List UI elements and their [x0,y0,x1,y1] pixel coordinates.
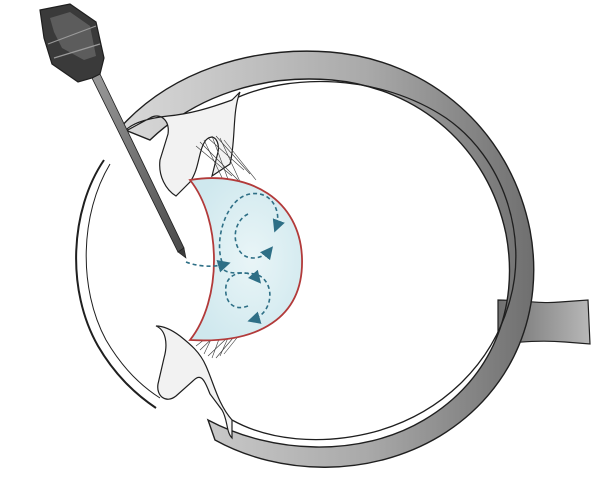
needle-icon [40,4,186,258]
cornea-inner [86,164,160,398]
iris-lower [156,326,232,438]
lens-capsule [190,178,302,340]
